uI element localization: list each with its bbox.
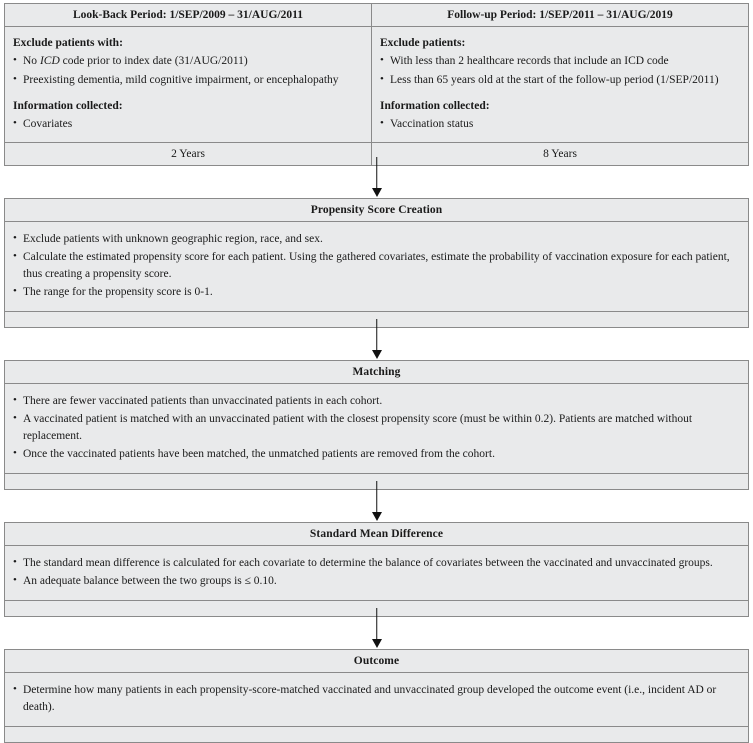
follow-up-period-body: Exclude patients: With less than 2 healt…	[372, 27, 748, 142]
step-header-matching: Matching	[5, 361, 748, 385]
arrow-shaft	[375, 481, 378, 515]
arrow-shaft	[375, 319, 378, 353]
connector-arrow-down-icon	[4, 319, 749, 360]
step-bullet: The standard mean difference is calculat…	[13, 554, 740, 572]
period-duration-row: 2 Years 8 Years	[5, 142, 748, 166]
connector-arrow-down-icon	[4, 157, 749, 198]
step-box-matching: Matching There are fewer vaccinated pati…	[4, 360, 749, 491]
exclude-item-text: Preexisting dementia, mild cognitive imp…	[23, 73, 339, 86]
look-back-period-body: Exclude patients with: No ICD code prior…	[5, 27, 371, 142]
step-body-matching: There are fewer vaccinated patients than…	[5, 384, 748, 474]
step-body-standard-mean-difference: The standard mean difference is calculat…	[5, 546, 748, 601]
arrow-head	[371, 639, 382, 649]
follow-up-exclude-item: Less than 65 years old at the start of t…	[380, 70, 740, 89]
step-bullet: The range for the propensity score is 0-…	[13, 283, 740, 301]
spacer	[380, 90, 740, 98]
follow-up-period-column: Follow-up Period: 1/SEP/2011 – 31/AUG/20…	[372, 4, 748, 26]
step-bullet: Determine how many patients in each prop…	[13, 681, 740, 716]
look-back-info-label: Information collected:	[13, 99, 123, 112]
step-bullet: Exclude patients with unknown geographic…	[13, 230, 740, 248]
exclude-item-tail: code prior to index date (31/AUG/2011)	[59, 55, 248, 68]
look-back-exclude-item: No ICD code prior to index date (31/AUG/…	[13, 52, 363, 70]
step-bullet: Once the vaccinated patients have been m…	[13, 445, 740, 463]
step-bullet: There are fewer vaccinated patients than…	[13, 392, 740, 410]
step-body-outcome: Determine how many patients in each prop…	[5, 673, 748, 727]
arrow-head	[371, 188, 382, 198]
arrow-shaft	[375, 608, 378, 642]
step-header-outcome: Outcome	[5, 650, 748, 674]
connector-arrow-down-icon	[4, 608, 749, 649]
connector-arrow-down-icon	[4, 481, 749, 522]
follow-up-exclude-label: Exclude patients:	[380, 37, 466, 49]
follow-up-duration-column: 8 Years	[372, 143, 748, 165]
step-header-standard-mean-difference: Standard Mean Difference	[5, 523, 748, 547]
step-body-propensity-score-creation: Exclude patients with unknown geographic…	[5, 222, 748, 312]
follow-up-info-label: Information collected:	[380, 99, 490, 112]
step-bullet: A vaccinated patient is matched with an …	[13, 410, 740, 445]
arrow-head	[371, 350, 382, 360]
step-footer	[5, 726, 748, 743]
look-back-period-body-column: Exclude patients with: No ICD code prior…	[5, 27, 372, 143]
exclude-item-text: No	[23, 55, 40, 68]
step-box-outcome: Outcome Determine how many patients in e…	[4, 649, 749, 743]
look-back-period-column: Look-Back Period: 1/SEP/2009 – 31/AUG/20…	[5, 4, 372, 26]
look-back-exclude-item: Preexisting dementia, mild cognitive imp…	[13, 70, 363, 89]
step-box-standard-mean-difference: Standard Mean Difference The standard me…	[4, 522, 749, 618]
follow-up-info-item: Vaccination status	[380, 115, 740, 133]
follow-up-period-header: Follow-up Period: 1/SEP/2011 – 31/AUG/20…	[447, 9, 673, 21]
study-period-block: Look-Back Period: 1/SEP/2009 – 31/AUG/20…	[4, 3, 749, 167]
step-bullet: Calculate the estimated propensity score…	[13, 248, 740, 283]
step-header-propensity-score-creation: Propensity Score Creation	[5, 199, 748, 223]
arrow-head	[371, 512, 382, 522]
look-back-period-header: Look-Back Period: 1/SEP/2009 – 31/AUG/20…	[72, 9, 303, 21]
follow-up-exclude-item: With less than 2 healthcare records that…	[380, 52, 740, 70]
icd-italic-term: ICD	[39, 55, 60, 68]
period-body-row: Exclude patients with: No ICD code prior…	[5, 27, 748, 143]
step-bullet: An adequate balance between the two grou…	[13, 572, 740, 590]
period-header-row: Look-Back Period: 1/SEP/2009 – 31/AUG/20…	[5, 4, 748, 27]
follow-up-duration: 8 Years	[543, 148, 577, 161]
arrow-shaft	[375, 157, 378, 191]
look-back-info-item: Covariates	[13, 115, 363, 133]
spacer	[13, 90, 363, 98]
look-back-duration-column: 2 Years	[5, 143, 372, 166]
look-back-exclude-label: Exclude patients with:	[13, 37, 123, 49]
follow-up-period-body-column: Exclude patients: With less than 2 healt…	[372, 27, 748, 142]
look-back-duration: 2 Years	[171, 148, 205, 161]
step-box-propensity-score-creation: Propensity Score Creation Exclude patien…	[4, 198, 749, 329]
